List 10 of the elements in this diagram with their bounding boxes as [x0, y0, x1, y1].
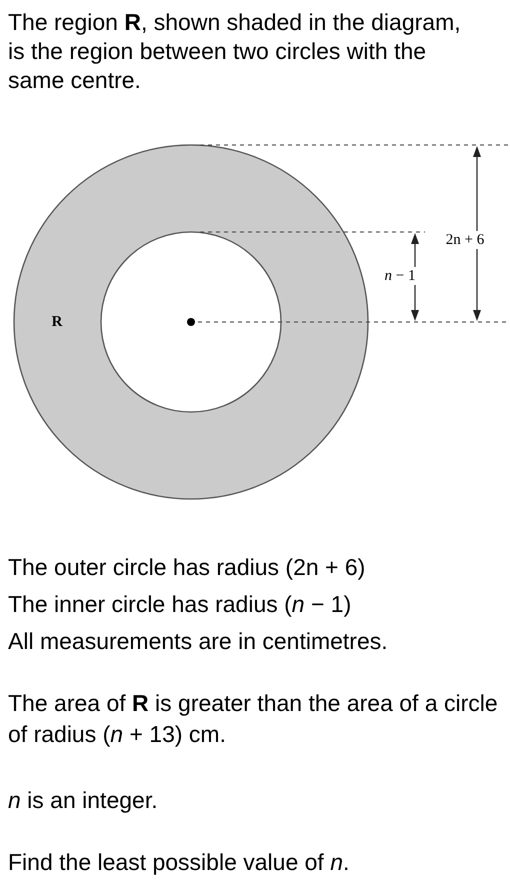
dimension-label: n − 1 — [382, 267, 418, 285]
question-text: Find the least possible value of n. — [8, 848, 350, 877]
question-text: The inner circle has radius (n − 1) — [8, 590, 352, 619]
dimension-label: 2n + 6 — [444, 231, 486, 249]
question-text: The outer circle has radius (2n + 6) — [8, 553, 366, 582]
region-label: R — [52, 312, 62, 332]
question-text: All measurements are in centimetres. — [8, 627, 389, 656]
question-text: The area of R is greater than the area of a circle of radius (n + 13) cm. — [8, 689, 499, 749]
intro-text: The region R, shown shaded in the diagram, is the region between two circles with the same centre. — [8, 8, 462, 95]
question-text: n is an integer. — [8, 786, 159, 815]
